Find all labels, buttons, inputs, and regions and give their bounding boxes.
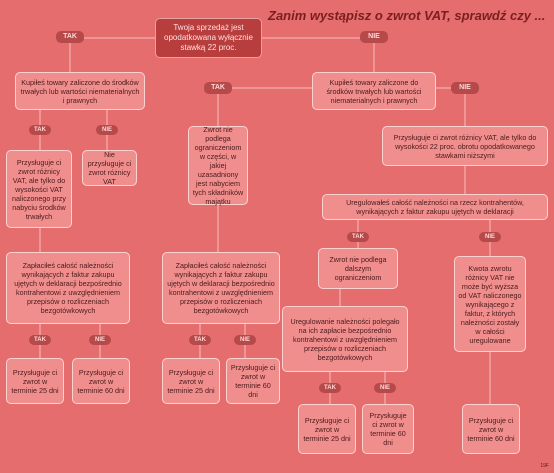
label-no: NIE <box>89 335 111 345</box>
label-no: NIE <box>360 31 388 43</box>
left-payment-question: Zapłaciłeś całość należności wynikającyc… <box>6 252 130 324</box>
label-yes: TAK <box>319 383 341 393</box>
label-no: NIE <box>479 232 501 242</box>
label-yes: TAK <box>204 82 232 94</box>
right-no-limit-box: Zwrot nie podlega dalszym ograniczeniom <box>318 248 398 289</box>
label-yes: TAK <box>189 335 211 345</box>
label-no: NIE <box>374 383 396 393</box>
right-asset-question: Kupiłeś towary zaliczone do środków trwa… <box>312 72 436 110</box>
label-yes: TAK <box>29 125 51 135</box>
right-22-percent-box: Przysługuje ci zwrot różnicy VAT, ale ty… <box>382 126 548 166</box>
left-result-60-days: Przysługuje ci zwrot w terminie 60 dni <box>72 358 130 404</box>
label-yes: TAK <box>56 31 84 43</box>
middle-result-60-days: Przysługuje ci zwrot w terminie 60 dni <box>226 358 280 404</box>
middle-result-25-days: Przysługuje ci zwrot w terminie 25 dni <box>162 358 220 404</box>
middle-payment-question: Zapłaciłeś całość należności wynikającyc… <box>162 252 280 324</box>
label-yes: TAK <box>347 232 369 242</box>
left-no-refund-box: Nie przysługuje ci zwrot różnicy VAT <box>82 150 137 186</box>
label-no: NIE <box>96 125 118 135</box>
right-limit-result-60-days: Przysługuje ci zwrot w terminie 60 dni <box>462 404 520 454</box>
right-result-60-days: Przysługuje ci zwrot w terminie 60 dni <box>362 404 414 454</box>
root-question: Twoja sprzedaż jest opodatkowana wyłączn… <box>155 18 262 58</box>
left-partial-refund-box: Przysługuje ci zwrot różnicy VAT, ale ty… <box>6 150 72 228</box>
label-yes: TAK <box>29 335 51 345</box>
label-no: NIE <box>234 335 256 345</box>
left-asset-question: Kupiłeś towary zaliczone do środków trwa… <box>15 72 145 110</box>
corner-code: 19F <box>540 463 549 469</box>
left-result-25-days: Przysługuje ci zwrot w terminie 25 dni <box>6 358 64 404</box>
right-settled-question: Uregulowałeś całość należności na rzecz … <box>322 194 548 220</box>
right-result-25-days: Przysługuje ci zwrot w terminie 25 dni <box>298 404 356 454</box>
right-limit-box: Kwota zwrotu różnicy VAT nie może być wy… <box>454 256 526 352</box>
label-no: NIE <box>451 82 479 94</box>
page-title: Zanim wystąpisz o zwrot VAT, sprawdź czy… <box>268 8 546 23</box>
right-payment-question: Uregulowanie należności polegało na ich … <box>282 306 408 372</box>
middle-restriction-box: Zwrot nie podlega ograniczeniom w części… <box>188 125 248 206</box>
